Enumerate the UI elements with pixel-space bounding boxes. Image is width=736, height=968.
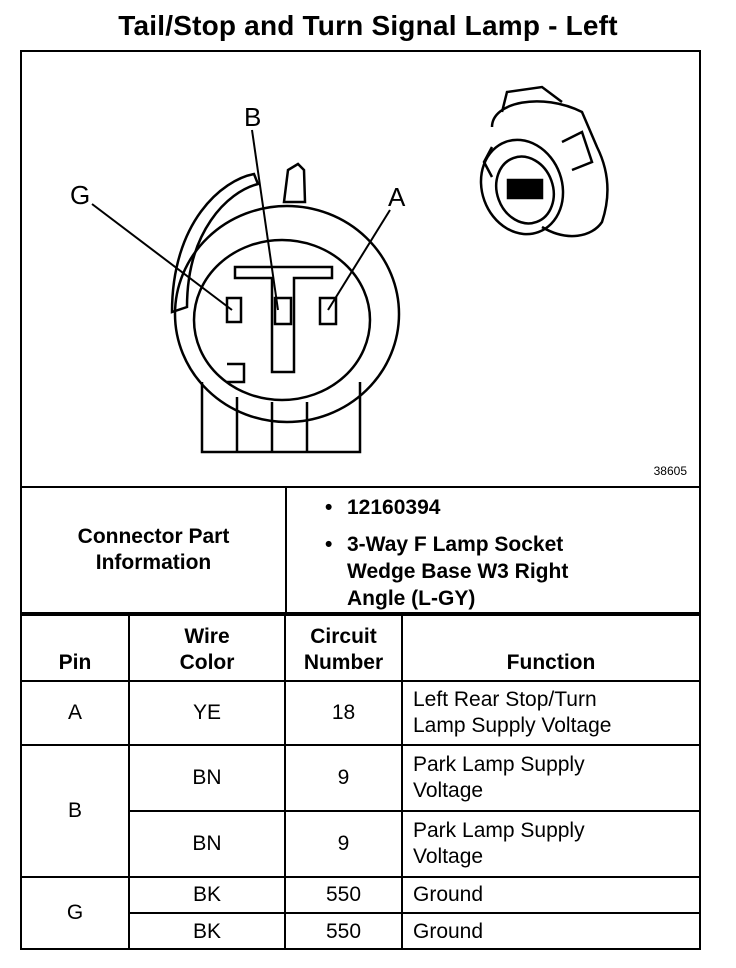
- pin-label-b: B: [244, 102, 261, 132]
- bullet: •: [325, 496, 333, 519]
- header-function: Function: [401, 614, 699, 682]
- figure-id: 38605: [653, 464, 687, 478]
- connector-body: [200, 382, 362, 454]
- connector-diagram: B G A 38605: [22, 52, 699, 486]
- top-tab: [282, 162, 307, 204]
- table-row: BK 550 Ground: [22, 912, 699, 949]
- bullet: •: [325, 533, 333, 556]
- connector-part-info: Connector Part Information • 12160394 • …: [22, 486, 699, 614]
- table-row: G BK 550 Ground: [22, 876, 699, 950]
- description: 3-Way F Lamp Socket Wedge Base W3 Right …: [347, 531, 568, 612]
- description-line3: Angle (L-GY): [347, 587, 476, 610]
- part-number-item: • 12160394: [325, 494, 687, 521]
- wire-color-cell: BN: [129, 810, 286, 878]
- wire-color-cell: BK: [128, 876, 286, 914]
- description-line1: 3-Way F Lamp Socket: [347, 533, 564, 556]
- pin-cell: G: [22, 876, 130, 950]
- description-line2: Wedge Base W3 Right: [347, 560, 569, 583]
- pin-cell: B: [22, 744, 130, 878]
- leader-g: [91, 203, 233, 311]
- circuit-cell: 550: [284, 876, 403, 914]
- connector-face-drawing: B G A: [70, 85, 609, 454]
- terminal-b: [273, 296, 293, 326]
- wire-color-cell: BN: [128, 744, 286, 812]
- connector-info-details: • 12160394 • 3-Way F Lamp Socket Wedge B…: [287, 494, 687, 612]
- circuit-cell: 18: [284, 680, 403, 746]
- terminal-carrier: [233, 265, 334, 374]
- pin-label-g: G: [70, 180, 90, 210]
- wire-color-cell: BK: [129, 912, 286, 949]
- wire-color-cell: YE: [128, 680, 286, 746]
- pin-label-a: A: [388, 182, 406, 212]
- connector-info-label-line1: Connector Part: [77, 525, 230, 548]
- circuit-cell: 9: [284, 810, 403, 878]
- circuit-cell: 9: [284, 744, 403, 812]
- description-item: • 3-Way F Lamp Socket Wedge Base W3 Righ…: [325, 531, 687, 612]
- part-number: 12160394: [347, 496, 441, 519]
- connector-info-label-line2: Information: [95, 551, 212, 574]
- pin-cell: A: [22, 680, 130, 746]
- outer-ring: [173, 204, 401, 424]
- leader-a: [327, 209, 391, 311]
- connector-panel: B G A 38605 Connector Part Information •: [20, 50, 701, 950]
- socket-illustration: [479, 85, 609, 238]
- leader-b: [251, 129, 279, 311]
- terminal-g: [225, 296, 243, 324]
- function-cell: Ground: [401, 876, 699, 914]
- connector-info-label: Connector Part Information: [22, 488, 287, 612]
- circuit-cell: 550: [284, 912, 403, 949]
- latch-arm: [170, 172, 260, 314]
- page-title: Tail/Stop and Turn Signal Lamp - Left: [118, 10, 618, 41]
- header-pin: Pin: [22, 614, 130, 682]
- function-cell: Ground: [401, 912, 699, 949]
- inner-ring: [192, 238, 372, 402]
